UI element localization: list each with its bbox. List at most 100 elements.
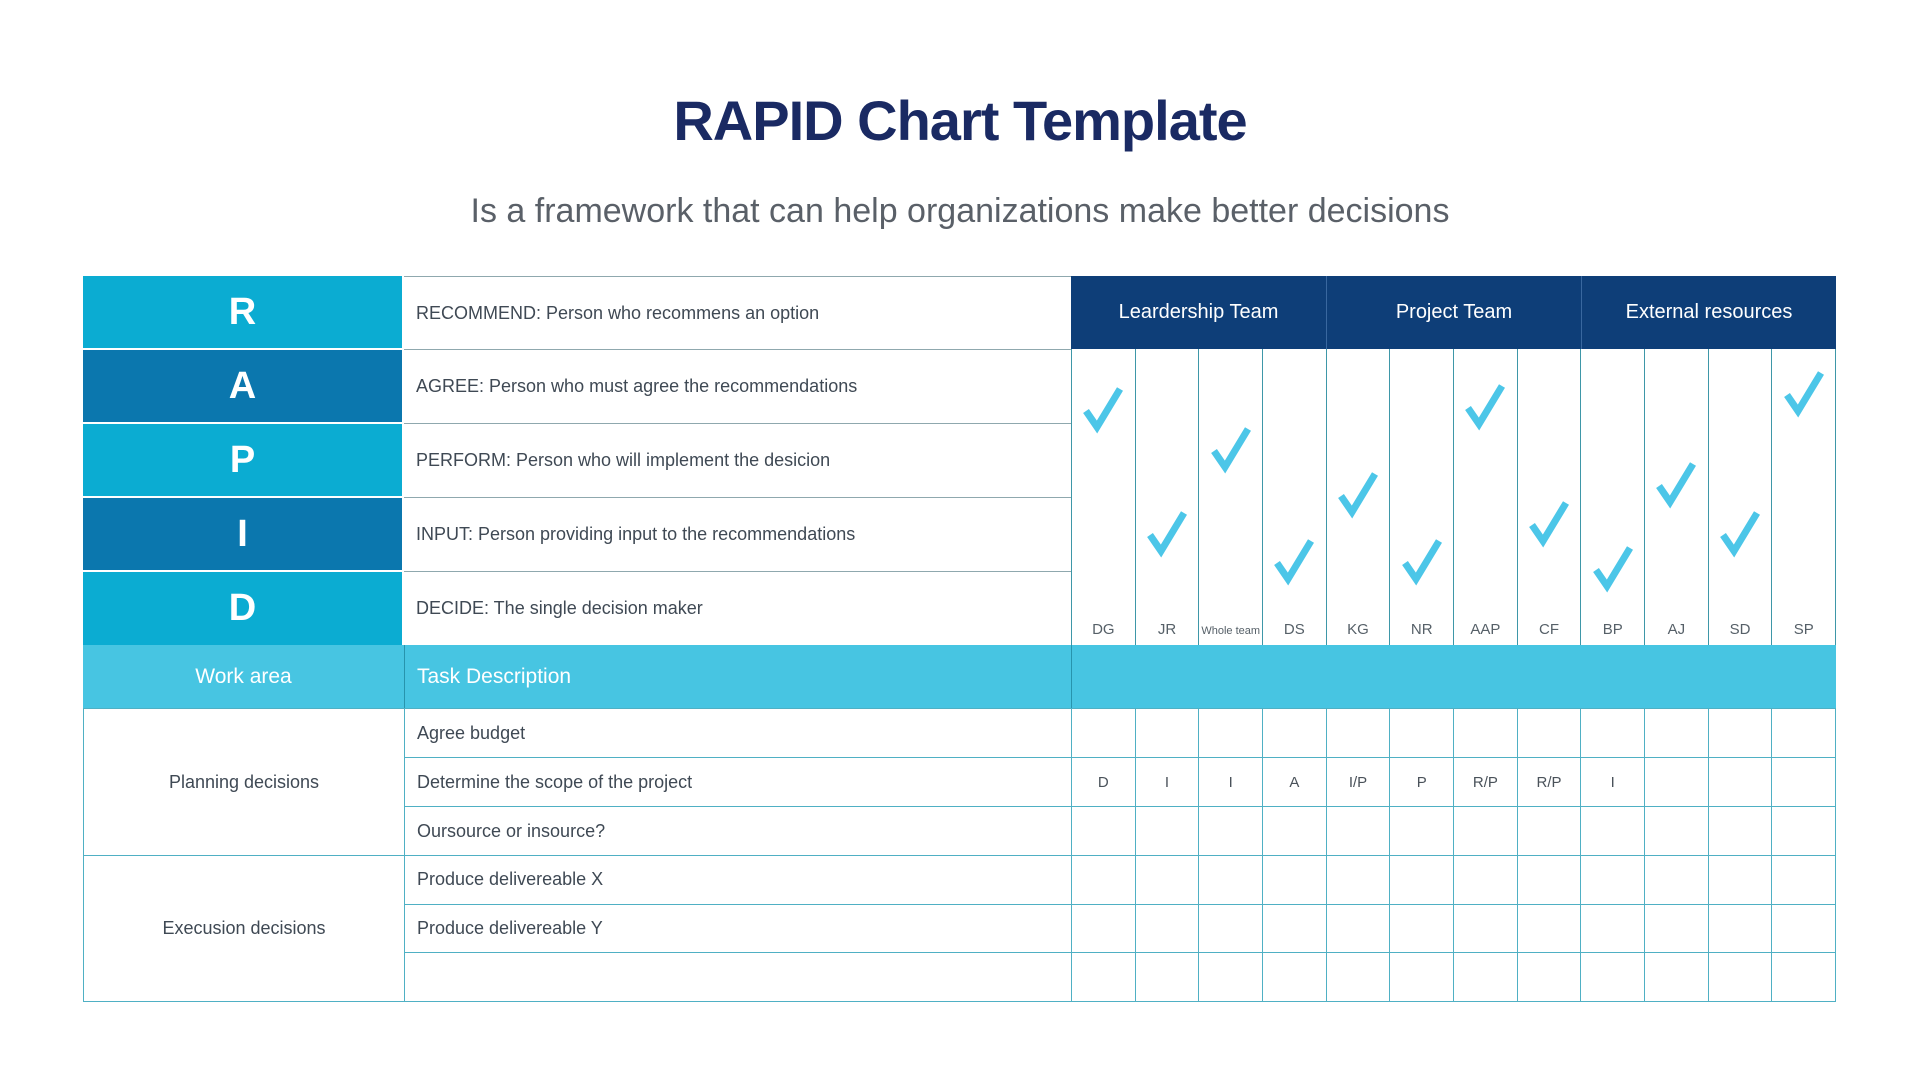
check-icon	[1271, 535, 1317, 589]
person-initials: SD	[1729, 621, 1751, 639]
task-value-cell	[1072, 709, 1136, 757]
person-column-jr: JR	[1136, 349, 1200, 645]
check-icon	[1462, 380, 1508, 434]
task-label: Determine the scope of the project	[405, 758, 1072, 806]
task-value-cell	[1263, 856, 1327, 904]
person-initials: AAP	[1470, 621, 1501, 639]
task-value-cell	[1136, 856, 1200, 904]
task-value-cell	[1199, 709, 1264, 757]
legend-letter-A: A	[83, 350, 402, 422]
check-icon	[1208, 423, 1254, 477]
task-value-cell	[1518, 709, 1582, 757]
task-value-cell: I	[1136, 758, 1200, 806]
task-value-cell	[1645, 709, 1709, 757]
task-value-cell	[1263, 904, 1327, 953]
task-value-cell	[1199, 856, 1264, 904]
task-value-cell: I	[1199, 758, 1264, 806]
legend-letter-I: I	[83, 498, 402, 570]
task-value-cell	[1136, 807, 1200, 855]
task-value-cell	[1581, 953, 1646, 1002]
task-row	[405, 952, 1837, 1002]
task-value-cell	[1709, 758, 1773, 806]
task-value-cell	[1390, 709, 1455, 757]
legend-desc-recommend: RECOMMEND: Person who recommens an optio…	[404, 276, 1071, 349]
task-value-cell	[1645, 856, 1709, 904]
task-value-cell	[1709, 709, 1773, 757]
work-area-header-cell: Work area	[195, 664, 292, 688]
task-value-cell	[1518, 856, 1582, 904]
task-value-cell: P	[1390, 758, 1455, 806]
check-icon	[1526, 497, 1572, 551]
team-header-leadership: Leardership Team	[1071, 276, 1326, 349]
task-value-cell	[1772, 953, 1837, 1002]
task-value-cell	[1772, 904, 1837, 953]
task-value-cell: R/P	[1454, 758, 1518, 806]
task-value-cell	[1136, 953, 1200, 1002]
legend-desc-perform: PERFORM: Person who will implement the d…	[404, 423, 1071, 497]
person-initials: DG	[1092, 621, 1115, 639]
person-initials: Whole team	[1201, 625, 1261, 638]
task-value-cell	[1581, 856, 1646, 904]
task-value-cell	[1709, 904, 1773, 953]
task-value-cell	[1199, 904, 1264, 953]
person-column-ds: DS	[1263, 349, 1327, 645]
task-value-cell	[1327, 953, 1391, 1002]
person-initials: AJ	[1667, 621, 1686, 639]
task-value-cell	[1327, 807, 1391, 855]
task-value-cell	[1645, 807, 1709, 855]
person-column-cf: CF	[1518, 349, 1582, 645]
task-value-cell	[1454, 807, 1518, 855]
task-value-cell	[1390, 856, 1455, 904]
task-value-cell	[1518, 904, 1582, 953]
legend-desc-input: INPUT: Person providing input to the rec…	[404, 497, 1071, 571]
person-column-whole-team: Whole team	[1199, 349, 1264, 645]
person-column-sp: SP	[1772, 349, 1837, 645]
task-label: Produce delivereable Y	[405, 904, 1072, 953]
task-value-cell	[1645, 953, 1709, 1002]
check-icon	[1399, 535, 1445, 589]
task-rows: Agree budget Determine the s	[405, 709, 1837, 855]
check-icon	[1653, 458, 1699, 512]
task-value-cell	[1390, 953, 1455, 1002]
person-column-aap: AAP	[1454, 349, 1518, 645]
check-icon	[1080, 383, 1126, 437]
task-value-cell	[1518, 953, 1582, 1002]
task-row: Produce delivereable X	[405, 856, 1837, 904]
work-area-people-spacer	[1071, 645, 1836, 708]
task-cells	[1072, 807, 1837, 855]
task-value-cell: R/P	[1518, 758, 1582, 806]
task-label: Produce delivereable X	[405, 856, 1072, 904]
task-value-cell	[1199, 807, 1264, 855]
task-value-cell: I	[1581, 758, 1646, 806]
task-row: Produce delivereable Y	[405, 903, 1837, 953]
task-value-cell	[1772, 807, 1837, 855]
task-value-cell	[1199, 953, 1264, 1002]
check-icon	[1590, 542, 1636, 596]
task-value-cell	[1072, 953, 1136, 1002]
task-value-cell	[1327, 856, 1391, 904]
person-column-nr: NR	[1390, 349, 1455, 645]
check-icon	[1335, 468, 1381, 522]
section-label: Execusion decisions	[84, 856, 405, 1001]
task-value-cell	[1072, 807, 1136, 855]
person-column-sd: SD	[1709, 349, 1773, 645]
task-description-header-cell: Task Description	[404, 645, 1071, 708]
task-row: Determine the scope of the project D I I…	[405, 757, 1837, 806]
task-value-cell	[1263, 709, 1327, 757]
person-column-aj: AJ	[1645, 349, 1709, 645]
task-value-cell	[1454, 904, 1518, 953]
person-column-kg: KG	[1327, 349, 1391, 645]
task-value-cell	[1454, 953, 1518, 1002]
task-value-cell: D	[1072, 758, 1136, 806]
page-title: RAPID Chart Template	[673, 89, 1247, 152]
task-value-cell	[1327, 709, 1391, 757]
person-initials: BP	[1602, 621, 1623, 639]
task-rows: Produce delivereable X Produ	[405, 856, 1837, 1002]
task-value-cell	[1390, 807, 1455, 855]
task-value-cell	[1454, 856, 1518, 904]
check-icon	[1144, 507, 1190, 561]
task-cells: D I I A I/P P R/P R/P I	[1072, 758, 1837, 806]
page-subtitle: Is a framework that can help organizatio…	[470, 192, 1450, 230]
task-row: Agree budget	[405, 709, 1837, 757]
work-area-header-row: Work area Task Description	[83, 645, 1836, 708]
